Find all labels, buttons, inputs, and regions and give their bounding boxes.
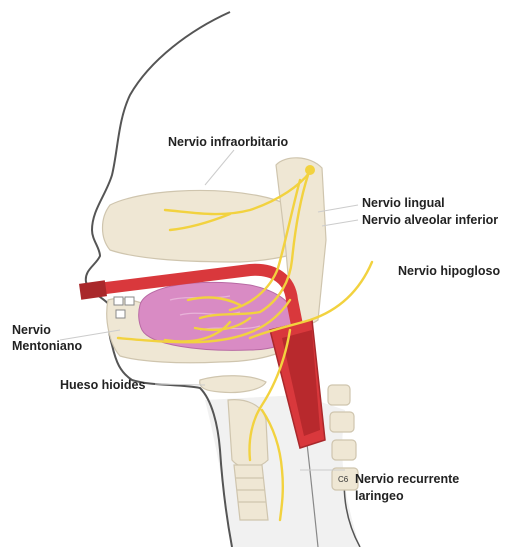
nerve-origin-node	[305, 165, 315, 175]
vertebra-c4	[332, 440, 356, 460]
label-nervio-alveolar-inferior: Nervio alveolar inferior	[362, 213, 498, 227]
hyoid-bone	[200, 376, 266, 393]
label-nervio-recurrente-2: laringeo	[355, 489, 404, 503]
upper-tooth-1	[114, 297, 123, 305]
label-nervio-lingual: Nervio lingual	[362, 196, 445, 210]
vertebra-c2	[328, 385, 350, 405]
label-nervio-infraorbitario: Nervio infraorbitario	[168, 135, 289, 149]
upper-tooth-2	[125, 297, 134, 305]
label-nervio-mentoniano-1: Nervio	[12, 323, 51, 337]
vertebra-c3	[330, 412, 354, 432]
label-nervio-mentoniano-2: Mentoniano	[12, 339, 82, 353]
lower-tooth-1	[116, 310, 125, 318]
trachea	[234, 465, 268, 520]
label-nervio-hipogloso: Nervio hipogloso	[398, 264, 500, 278]
label-hueso-hioides: Hueso hioides	[60, 378, 145, 392]
vertebra-c6-label: C6	[338, 475, 349, 484]
tube-connector	[79, 280, 107, 299]
label-nervio-recurrente-1: Nervio recurrente	[355, 472, 459, 486]
